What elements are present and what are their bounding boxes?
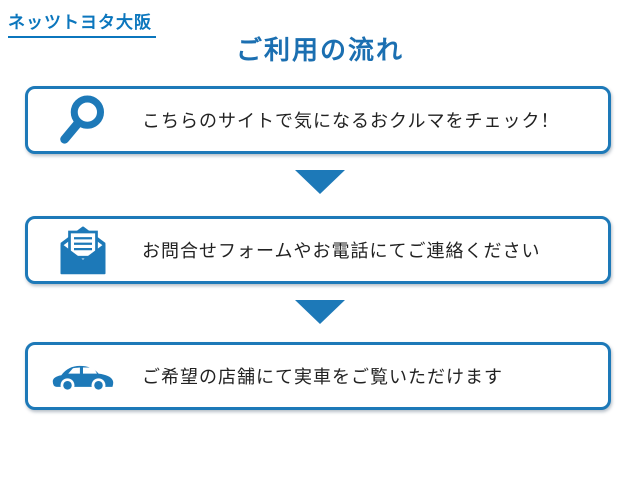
magnifier-icon xyxy=(52,92,114,148)
mail-icon xyxy=(52,222,114,278)
step-text: お問合せフォームやお電話にてご連絡ください xyxy=(142,241,541,261)
down-arrow xyxy=(295,170,345,194)
down-arrow xyxy=(295,300,345,324)
page-title: ご利用の流れ xyxy=(235,35,404,65)
brand-logo: ネッツトヨタ大阪 xyxy=(8,8,156,38)
car-icon xyxy=(52,348,114,404)
step-text: ご希望の店舗にて実車をご覧いただけます xyxy=(142,367,503,387)
step-visit-shop: ご希望の店舗にて実車をご覧いただけます xyxy=(25,342,611,410)
step-contact: お問合せフォームやお電話にてご連絡ください xyxy=(25,216,611,284)
step-check-car: こちらのサイトで気になるおクルマをチェック！ xyxy=(25,86,611,154)
step-text: こちらのサイトで気になるおクルマをチェック！ xyxy=(142,111,560,131)
